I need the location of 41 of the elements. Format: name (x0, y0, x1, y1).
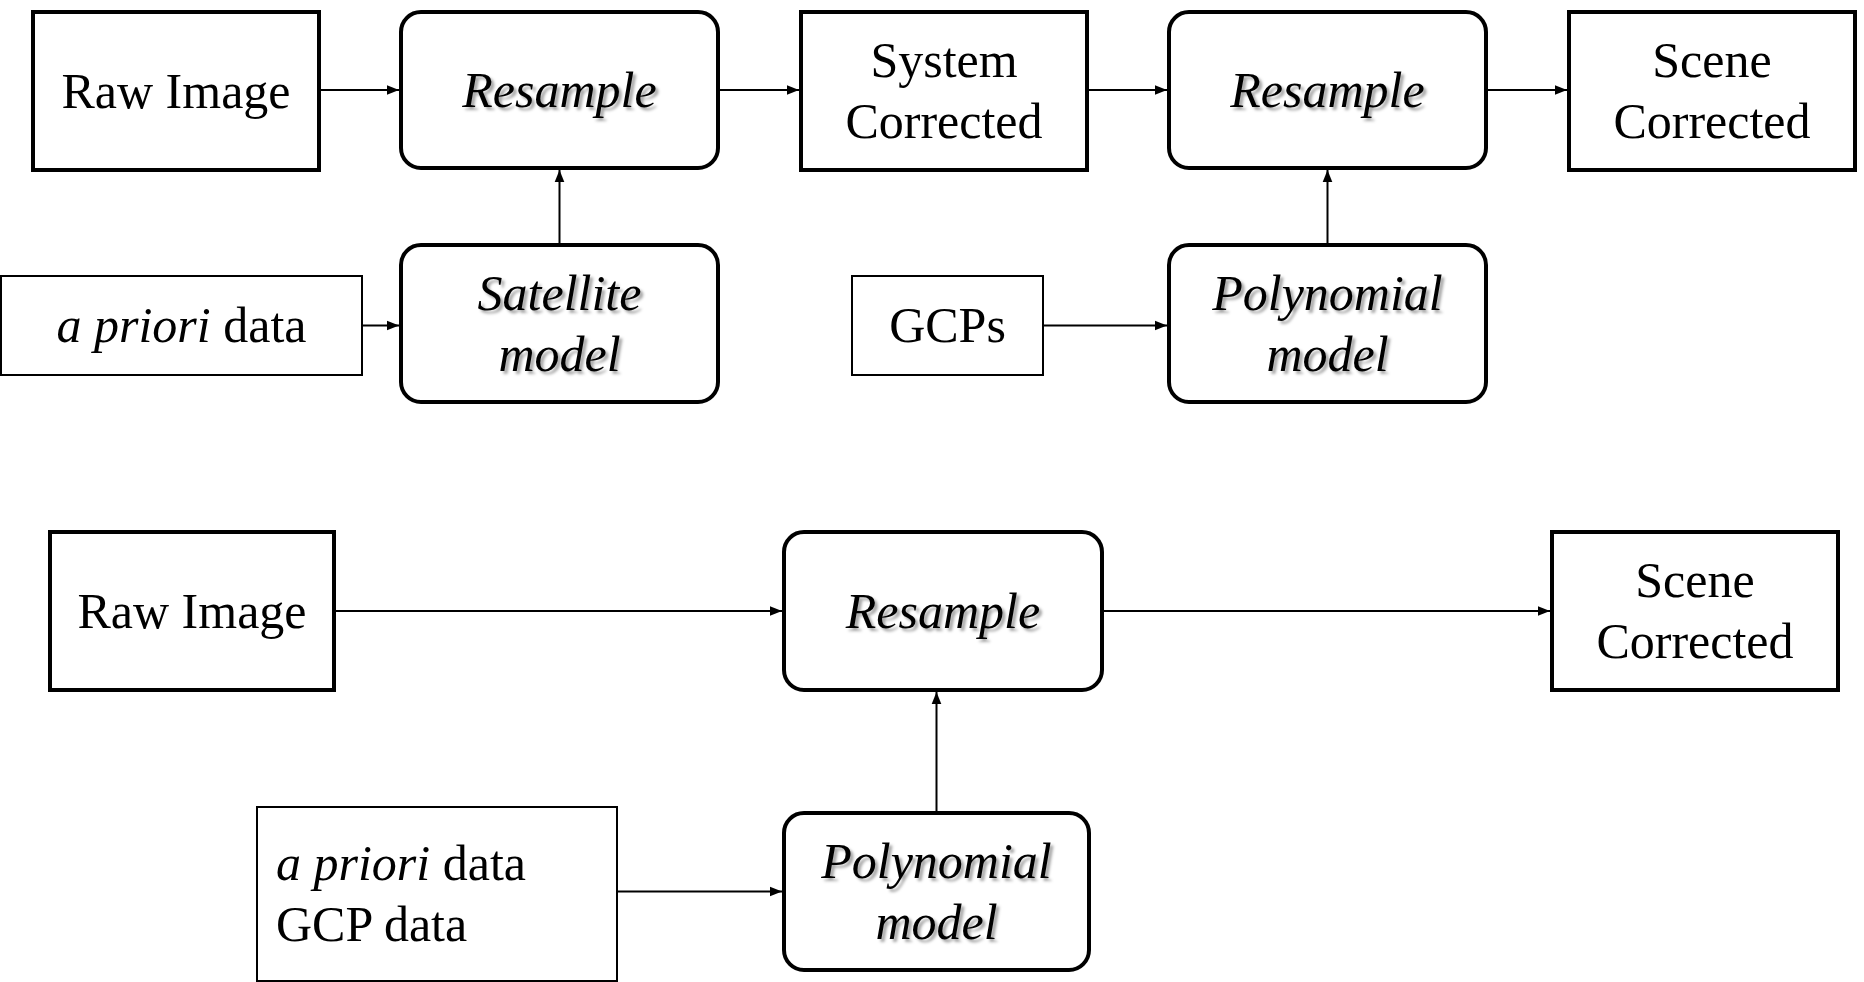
node-label: Resample (845, 581, 1041, 641)
process-box (782, 811, 1091, 972)
node-label: Satellite model (476, 263, 643, 384)
node-label: Polynomial model (1211, 263, 1444, 384)
process-box (1167, 243, 1488, 404)
arrow (362, 320, 400, 331)
arrow (1043, 320, 1168, 331)
input-box (256, 806, 618, 982)
process-box (399, 243, 720, 404)
node-label: a priori data (56, 296, 307, 355)
arrow (1088, 85, 1168, 95)
data-box (1550, 530, 1840, 692)
arrow (719, 85, 800, 95)
arrow (931, 691, 942, 812)
node-label: Raw Image (77, 581, 307, 641)
data-box (31, 10, 321, 172)
arrow (335, 606, 783, 616)
node-label: Polynomial model (820, 831, 1053, 952)
arrow (1487, 85, 1568, 95)
input-box (851, 275, 1044, 376)
node-label: Resample (462, 60, 657, 120)
arrow (1103, 606, 1551, 616)
input-box (0, 275, 363, 376)
arrow (1322, 169, 1333, 244)
node-label: GCPs (889, 296, 1006, 355)
node-label: GCP data (276, 895, 468, 954)
data-box (799, 10, 1089, 172)
node-label: Scene Corrected (1612, 31, 1812, 151)
node-label: Resample (1230, 60, 1425, 120)
data-box (48, 530, 336, 692)
node-label: Scene Corrected (1595, 551, 1795, 671)
process-box (782, 530, 1104, 692)
node-label: a priori data (276, 834, 526, 893)
node-label: Raw Image (61, 61, 291, 121)
arrow (617, 886, 783, 897)
data-box (1567, 10, 1857, 172)
process-box (1167, 10, 1488, 170)
process-box (399, 10, 720, 170)
node-label: System Corrected (844, 31, 1044, 151)
arrow (554, 169, 565, 244)
arrow (320, 85, 400, 95)
